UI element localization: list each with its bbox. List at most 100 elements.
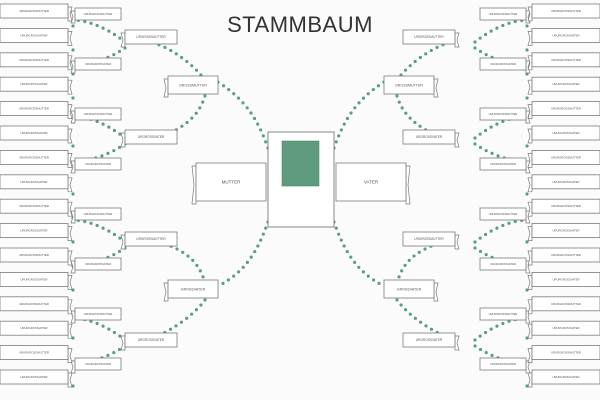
- great-great-grandparent-banner-inner-right: URURGROSSMUTTER: [479, 307, 531, 324]
- ribbon-fold-right: [67, 128, 73, 144]
- ribbon-box: [402, 332, 456, 348]
- great-grandparent-banner-right: URGROSSVATER: [402, 129, 460, 148]
- ribbon-label: URURGROSSMUTTER: [551, 107, 581, 111]
- ribbon-box: [479, 207, 527, 221]
- ancestor-banner-outer-right: URURGROSSVATER: [527, 174, 600, 193]
- ribbon-label: URURGROSSMUTTER: [551, 58, 581, 62]
- ribbon-fold-right: [454, 234, 460, 250]
- ribbon-fold-left: [527, 31, 533, 46]
- ribbon-fold-right: [67, 348, 73, 363]
- ribbon-box: [479, 307, 527, 321]
- ribbon-label: URURGROSSMUTTER: [19, 155, 49, 159]
- ancestor-banner-outer-left: URURGROSSMUTTER: [0, 52, 73, 71]
- ribbon-label: URURGROSSVATER: [20, 33, 47, 37]
- ancestor-banner-outer-right: URURGROSSMUTTER: [527, 101, 600, 119]
- ribbon-box: [0, 296, 69, 312]
- ribbon-fold-left: [527, 6, 533, 22]
- connector-dot: [525, 24, 529, 28]
- dotted-connector: [332, 220, 386, 288]
- ribbon-fold-right: [433, 78, 439, 98]
- dotted-connector: [395, 40, 454, 82]
- ribbon-box: [0, 101, 69, 116]
- ribbon-fold-left: [527, 153, 533, 168]
- ribbon-box: [531, 125, 600, 141]
- grandfather-banner-bottom-right: GROSSVATER: [383, 279, 439, 302]
- dotted-connector: [70, 18, 127, 44]
- ribbon-label: URURGROSSVATER: [20, 375, 47, 379]
- connector-dot: [525, 48, 529, 52]
- ribbon-label: URGROSSVATER: [138, 338, 165, 342]
- ribbon-fold-left: [527, 104, 533, 119]
- ribbon-label: URURGROSSMUTTER: [19, 351, 49, 355]
- ribbon-label: GROSSVATER: [181, 287, 206, 291]
- dotted-connector: [70, 218, 127, 244]
- connector-dot: [525, 336, 529, 340]
- ribbon-box: [74, 357, 122, 371]
- ancestor-banner-outer-left: URURGROSSVATER: [0, 223, 73, 241]
- great-great-grandparent-banner-inner-right: URURGROSSVATER: [479, 357, 531, 374]
- ribbon-box: [335, 162, 407, 202]
- ribbon-fold-left: [120, 234, 126, 250]
- great-grandparent-banner-left: URGROSSMUTTER: [120, 231, 178, 250]
- ribbon-box: [0, 52, 69, 68]
- ribbon-fold-left: [527, 250, 533, 266]
- ancestor-banner-outer-right: URURGROSSVATER: [527, 27, 600, 46]
- ribbon-box: [124, 129, 178, 145]
- ribbon-fold-right: [454, 335, 460, 351]
- ribbon-label: URURGROSSMUTTER: [19, 9, 49, 13]
- ancestor-banner-outer-left: URURGROSSVATER: [0, 271, 73, 290]
- ribbon-label: URURGROSSVATER: [490, 62, 516, 66]
- ribbon-fold-right: [405, 165, 411, 205]
- great-grandparent-banner-right: URGROSSMUTTER: [402, 231, 460, 250]
- dotted-connector: [395, 240, 444, 285]
- ribbon-fold-right: [67, 323, 73, 339]
- ribbon-box: [531, 271, 600, 287]
- ribbon-box: [402, 29, 456, 45]
- grandmother-banner-top-left: GROSSMUTTER: [163, 75, 219, 98]
- great-great-grandparent-banner-inner-left: URURGROSSMUTTER: [70, 307, 122, 324]
- ribbon-fold-right: [67, 104, 73, 119]
- ribbon-box: [479, 57, 527, 71]
- great-grandparent-banner-left: URGROSSMUTTER: [120, 29, 178, 48]
- ancestor-banner-outer-right: URURGROSSMUTTER: [527, 198, 600, 217]
- ancestor-banner-outer-left: URURGROSSVATER: [0, 125, 73, 144]
- connector-dot: [525, 144, 529, 148]
- ribbon-label: URURGROSSVATER: [20, 180, 47, 184]
- ribbon-fold-left: [527, 275, 533, 290]
- grandfather-banner-bottom-left: GROSSVATER: [163, 279, 219, 302]
- great-grandparent-banner-left: URGROSSVATER: [120, 129, 178, 148]
- ribbon-label: VATER: [364, 180, 379, 185]
- ribbon-fold-right: [67, 372, 73, 388]
- ribbon-label: URURGROSSVATER: [20, 326, 47, 330]
- ribbon-label: URGROSSVATER: [138, 135, 165, 139]
- connector-dot: [71, 48, 75, 52]
- dotted-connector: [158, 94, 207, 140]
- ribbon-label: GROSSVATER: [397, 287, 422, 291]
- ribbon-label: URURGROSSMUTTER: [551, 351, 581, 355]
- ribbon-label: URURGROSSVATER: [20, 277, 47, 281]
- ribbon-box: [531, 3, 600, 19]
- ribbon-label: URURGROSSMUTTER: [19, 253, 49, 257]
- ribbon-label: URGROSSMUTTER: [414, 35, 444, 39]
- ribbon-label: URURGROSSVATER: [20, 229, 47, 233]
- ribbon-label: URURGROSSVATER: [552, 180, 579, 184]
- ancestor-banner-outer-right: URURGROSSVATER: [527, 320, 600, 339]
- ancestor-banner-outer-right: URURGROSSMUTTER: [527, 3, 600, 22]
- ribbon-box: [74, 157, 122, 171]
- center-portrait: [267, 131, 335, 228]
- ribbon-label: URURGROSSVATER: [552, 82, 579, 86]
- great-great-grandparent-banner-inner-left: URURGROSSVATER: [70, 257, 122, 274]
- ribbon-box: [0, 247, 69, 263]
- ribbon-box: [124, 29, 178, 45]
- ribbon-fold-left: [70, 60, 76, 74]
- connector-dot: [525, 240, 529, 244]
- ribbon-box: [479, 157, 527, 171]
- ribbon-label: URURGROSSVATER: [20, 131, 47, 135]
- ribbon-fold-left: [527, 226, 533, 241]
- ribbon-fold-left: [527, 299, 533, 315]
- connector-dot: [71, 96, 75, 100]
- ancestor-banner-outer-left: URURGROSSVATER: [0, 369, 73, 388]
- ribbon-label: URURGROSSVATER: [85, 362, 111, 366]
- connector-dot: [71, 240, 75, 244]
